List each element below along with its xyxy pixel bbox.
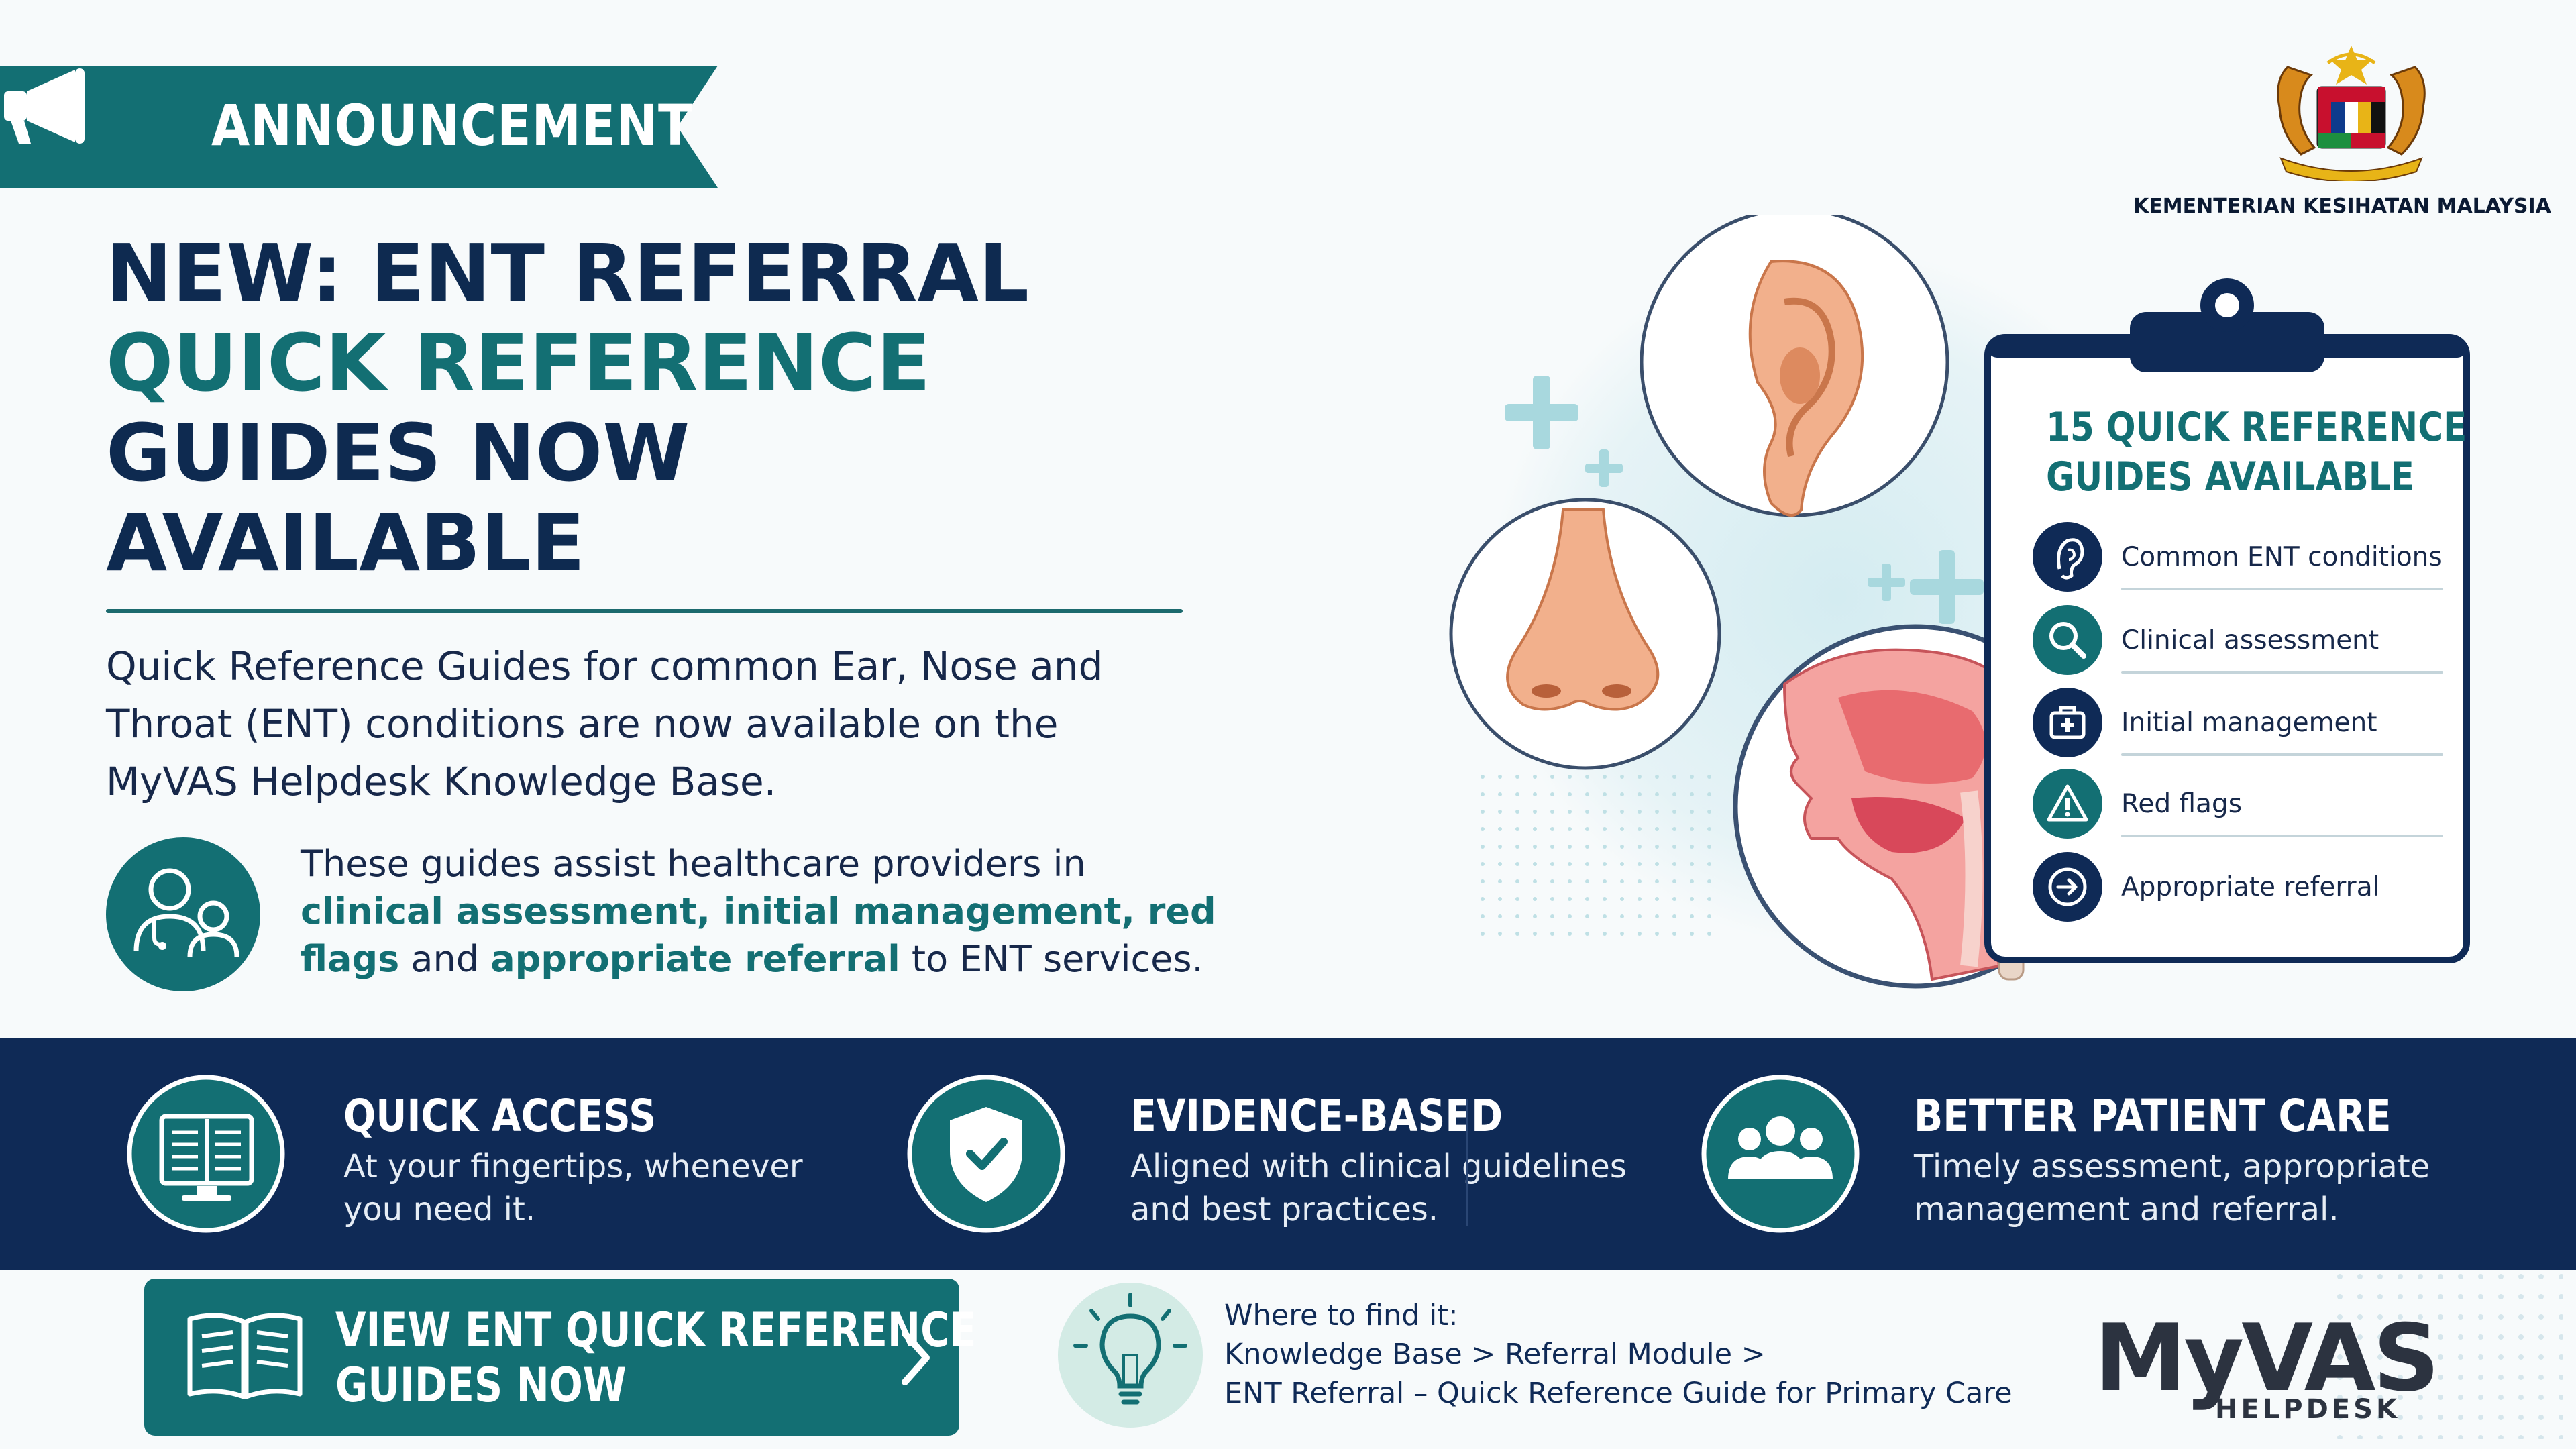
ministry-crest-logo (2277, 46, 2426, 181)
feature-title-better-care: BETTER PATIENT CARE (1914, 1090, 2392, 1142)
clipboard-item-divider (2121, 753, 2443, 756)
clipboard-item-appropriate-referral: Appropriate referral (2033, 852, 2449, 926)
feature-desc-better-care: Timely assessment, appropriate managemen… (1914, 1145, 2430, 1231)
intro-line-1: Quick Reference Guides for common Ear, N… (106, 643, 1104, 689)
intro-line-3: MyVAS Helpdesk Knowledge Base. (106, 759, 777, 804)
ministry-name: KEMENTERIAN KESIHATAN MALAYSIA (2133, 195, 2551, 218)
page-title: NEW: ENT REFERRAL QUICK REFERENCE GUIDES… (106, 228, 1193, 588)
magnifier-icon (2033, 605, 2102, 675)
headline-line-4: AVAILABLE (106, 496, 586, 589)
announcement-banner: ANNOUNCEMENT (0, 66, 721, 188)
feature-desc-line: and best practices. (1130, 1191, 1438, 1228)
clipboard-item-label: Red flags (2121, 789, 2243, 819)
ear-icon (2033, 522, 2102, 592)
where-path-2: ENT Referral – Quick Reference Guide for… (1224, 1377, 2012, 1410)
headline-line-1: NEW: ENT REFERRAL (106, 227, 1030, 319)
clipboard-item-label: Clinical assessment (2121, 625, 2379, 655)
view-guides-button[interactable]: VIEW ENT QUICK REFERENCE GUIDES NOW (144, 1279, 976, 1436)
clipboard-item-label: Initial management (2121, 708, 2377, 738)
lightbulb-icon (1058, 1283, 1203, 1428)
ribbon-shape (0, 66, 718, 188)
intro-line-2: Throat (ENT) conditions are now availabl… (106, 701, 1059, 747)
headline-line-3: GUIDES NOW (106, 407, 690, 499)
dot-pattern (2334, 1271, 2563, 1439)
cta-label-line: VIEW ENT QUICK REFERENCE (335, 1303, 977, 1358)
assist-tail: to ENT services. (900, 938, 1203, 980)
clipboard-title: 15 QUICK REFERENCE GUIDES AVAILABLE (2046, 402, 2467, 502)
clipboard-item-label: Appropriate referral (2121, 872, 2380, 902)
medical-bag-icon (2033, 688, 2102, 757)
healthcare-provider-icon (106, 837, 260, 991)
intro-paragraph: Quick Reference Guides for common Ear, N… (106, 637, 1193, 810)
chevron-right-icon (902, 1330, 930, 1385)
assist-line-1: These guides assist healthcare providers… (301, 843, 1086, 885)
feature-desc-line: Aligned with clinical guidelines (1130, 1148, 1627, 1185)
clipboard-item-clinical-assessment: Clinical assessment (2033, 605, 2449, 679)
clipboard-item-divider (2121, 588, 2443, 590)
assist-highlight-1: clinical assessment, initial management,… (301, 890, 1216, 932)
clipboard-item-divider (2121, 835, 2443, 837)
feature-title-evidence-based: EVIDENCE-BASED (1130, 1090, 1503, 1142)
arrow-right-icon (2033, 852, 2102, 922)
clipboard-item-divider (2121, 671, 2443, 674)
announcement-label: ANNOUNCEMENT (211, 93, 693, 158)
book-monitor-icon (127, 1075, 285, 1233)
assist-line-3: flags and appropriate referral to ENT se… (301, 935, 1203, 983)
feature-title-quick-access: QUICK ACCESS (343, 1090, 657, 1142)
band-divider (1466, 1099, 1468, 1226)
assist-paragraph: These guides assist healthcare providers… (301, 840, 1216, 983)
ent-illustration (1449, 215, 2147, 989)
features-band (0, 1038, 2576, 1270)
warning-icon (2033, 769, 2102, 839)
where-to-find: Where to find it: Knowledge Base > Refer… (1224, 1296, 2056, 1413)
feature-desc-quick-access: At your fingertips, whenever you need it… (343, 1145, 803, 1231)
feature-desc-line: management and referral. (1914, 1191, 2339, 1228)
clipboard-title-line-1: 15 QUICK REFERENCE (2046, 404, 2467, 451)
feature-desc-evidence-based: Aligned with clinical guidelines and bes… (1130, 1145, 1627, 1231)
clipboard-item-common-ent: Common ENT conditions (2033, 522, 2449, 596)
where-path-1: Knowledge Base > Referral Module > (1224, 1338, 1766, 1371)
shield-check-icon (907, 1075, 1065, 1233)
clipboard-item-initial-management: Initial management (2033, 688, 2449, 761)
clipboard-item-label: Common ENT conditions (2121, 542, 2443, 572)
cta-label-line: GUIDES NOW (335, 1358, 627, 1413)
clipboard-title-line-2: GUIDES AVAILABLE (2046, 453, 2414, 500)
assist-highlight-3: appropriate referral (490, 938, 900, 980)
clipboard-item-red-flags: Red flags (2033, 769, 2449, 843)
cta-label: VIEW ENT QUICK REFERENCE GUIDES NOW (335, 1303, 976, 1413)
myvas-logo-text: MyVAS (2094, 1304, 2440, 1412)
myvas-logo: MyVAS HELPDESK (2086, 1304, 2440, 1429)
feature-desc-line: you need it. (343, 1191, 536, 1228)
myvas-logo-subtext: HELPDESK (2215, 1394, 2400, 1425)
megaphone-icon (4, 68, 85, 144)
feature-desc-line: At your fingertips, whenever (343, 1148, 803, 1185)
assist-and: and (399, 938, 491, 980)
open-book-icon (187, 1313, 303, 1399)
clipboard-panel (1984, 278, 2470, 963)
people-group-icon (1701, 1075, 1860, 1233)
where-heading: Where to find it: (1224, 1299, 1458, 1332)
assist-highlight-2: flags (301, 938, 400, 980)
divider (106, 609, 1183, 613)
headline-line-2: QUICK REFERENCE (106, 317, 931, 409)
feature-desc-line: Timely assessment, appropriate (1914, 1148, 2430, 1185)
